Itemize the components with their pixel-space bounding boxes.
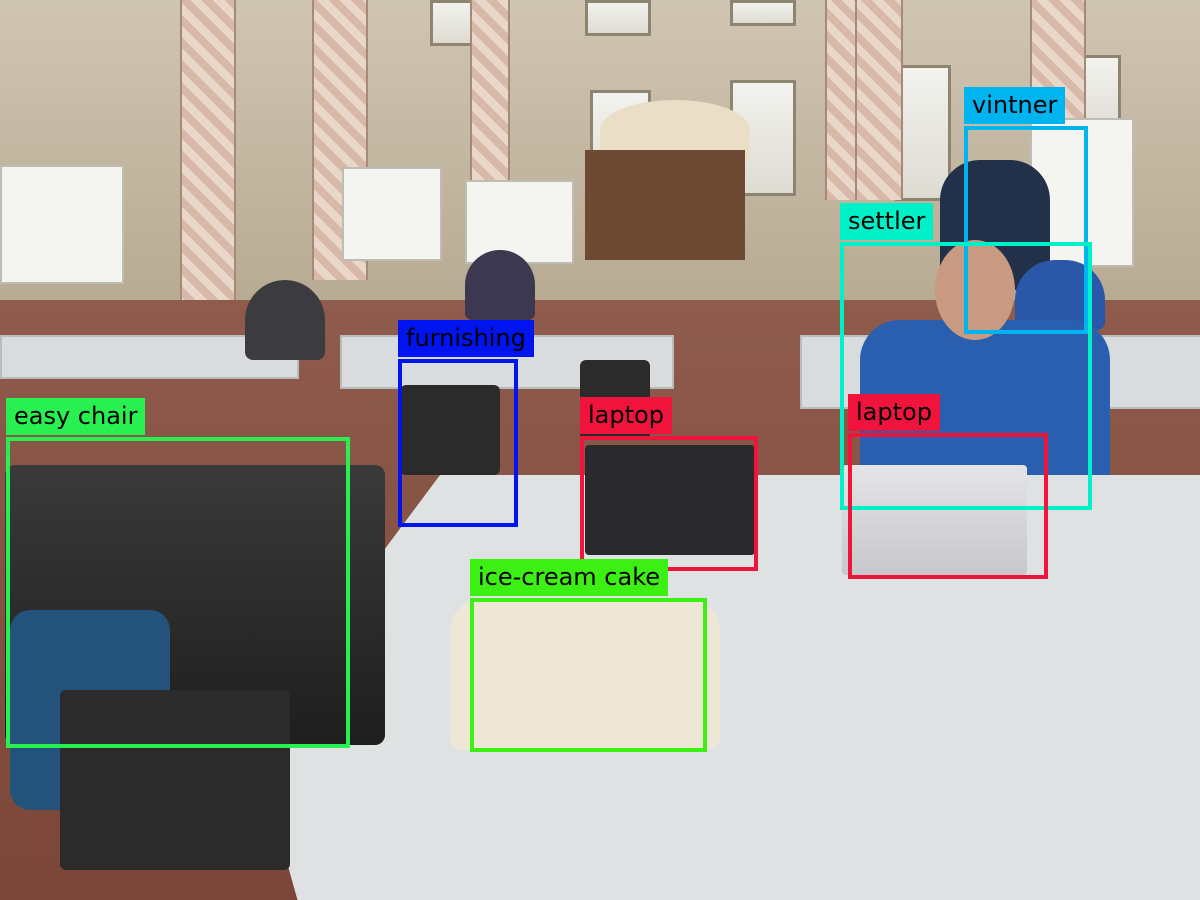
detection-box-laptop: [848, 433, 1048, 579]
person-seated: [465, 250, 535, 320]
detection-box-laptop: [580, 436, 758, 571]
window: [895, 65, 951, 201]
detection-label-vintner: vintner: [964, 87, 1066, 124]
detection-label-easy-chair: easy chair: [6, 398, 146, 435]
detection-box-furnishing: [398, 359, 518, 527]
reception-desk: [585, 150, 745, 260]
window: [585, 0, 651, 36]
whiteboard: [465, 180, 574, 264]
laptop-dark: [585, 445, 755, 555]
head: [935, 240, 1015, 340]
whiteboard: [342, 167, 442, 261]
drawstring-bags: [450, 600, 720, 750]
detection-box-vintner: [964, 126, 1088, 334]
person-seated: [245, 280, 325, 360]
laptop-silver: [842, 465, 1027, 575]
chair: [60, 690, 290, 870]
detection-label-ice-cream-cake: ice-cream cake: [470, 559, 669, 596]
window: [730, 0, 796, 26]
detection-label-laptop: laptop: [580, 397, 672, 434]
detection-box-easy-chair: [6, 437, 350, 748]
pillar: [180, 0, 236, 320]
whiteboard: [0, 165, 124, 284]
detection-box-settler: [840, 242, 1092, 510]
detection-label-laptop: laptop: [848, 394, 940, 431]
pillar: [855, 0, 903, 200]
pillar: [470, 0, 510, 190]
detection-box-ice-cream-cake: [470, 598, 707, 752]
detection-label-furnishing: furnishing: [398, 320, 534, 357]
detection-label-settler: settler: [840, 203, 934, 240]
chair: [400, 385, 500, 475]
